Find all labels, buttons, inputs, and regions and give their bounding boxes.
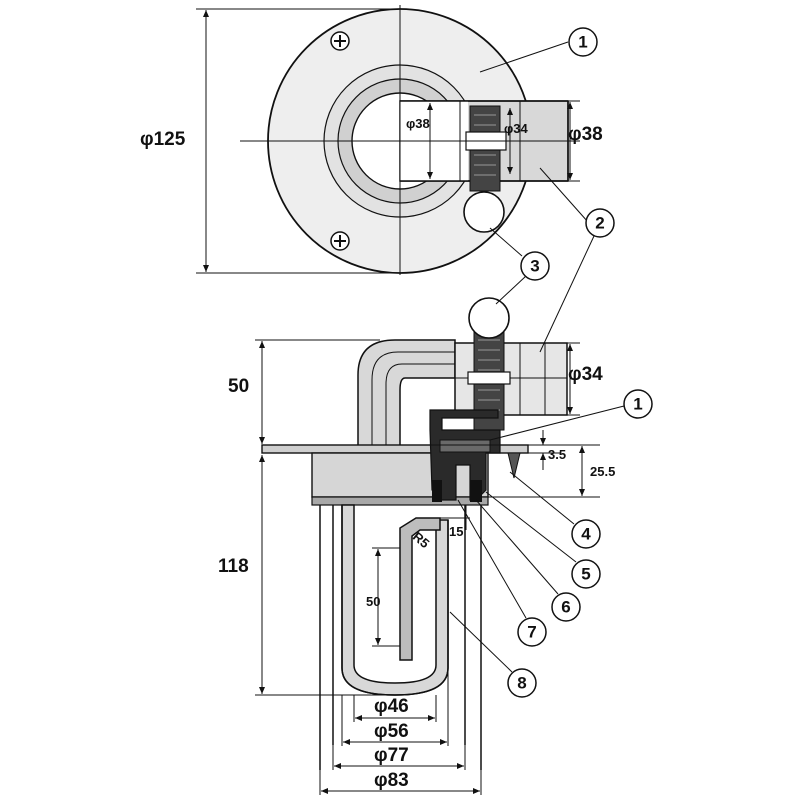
dim-phi38-outer: φ38 [568,124,603,145]
dim-phi38-inner: φ38 [406,116,430,131]
screw-icon [330,231,350,251]
nail-right [507,452,521,479]
callout-3: 3 [530,257,539,276]
dim-phi46: φ46 [374,696,409,717]
dim-phi34-side: φ34 [568,364,603,385]
dim-phi77: φ77 [374,745,409,766]
trap-u-tube [341,504,449,696]
outlet-seal [429,409,501,501]
callout-7: 7 [527,623,536,642]
side-view: 50 118 50 φ34 3.5 25.5 15 R5 φ46 [218,297,615,795]
dim-phi56: φ56 [374,721,409,742]
screw-icon [330,31,350,51]
dim-25-5: 25.5 [590,464,615,479]
dim-phi125: φ125 [140,129,186,150]
dim-50-top: 50 [228,376,249,397]
callout-1-top: 1 [578,33,587,52]
callouts: 1 2 3 1 4 5 6 7 8 [449,27,653,698]
dim-50-inner: 50 [366,594,380,609]
dim-15: 15 [449,524,463,539]
knob-ball-top [463,191,505,233]
callout-1-side: 1 [633,395,642,414]
dim-3-5: 3.5 [548,447,566,462]
knob-ball-side [468,297,510,339]
dim-118: 118 [218,556,249,577]
callout-5: 5 [581,565,590,584]
callout-2: 2 [595,214,604,233]
dim-phi34-top: φ34 [504,121,529,136]
callout-6: 6 [561,598,570,617]
top-view: φ125 φ38 φ34 φ38 [140,5,603,275]
dip-tube [399,517,441,661]
callout-8: 8 [517,674,526,693]
dim-phi83: φ83 [374,770,409,791]
callout-4: 4 [581,525,591,544]
